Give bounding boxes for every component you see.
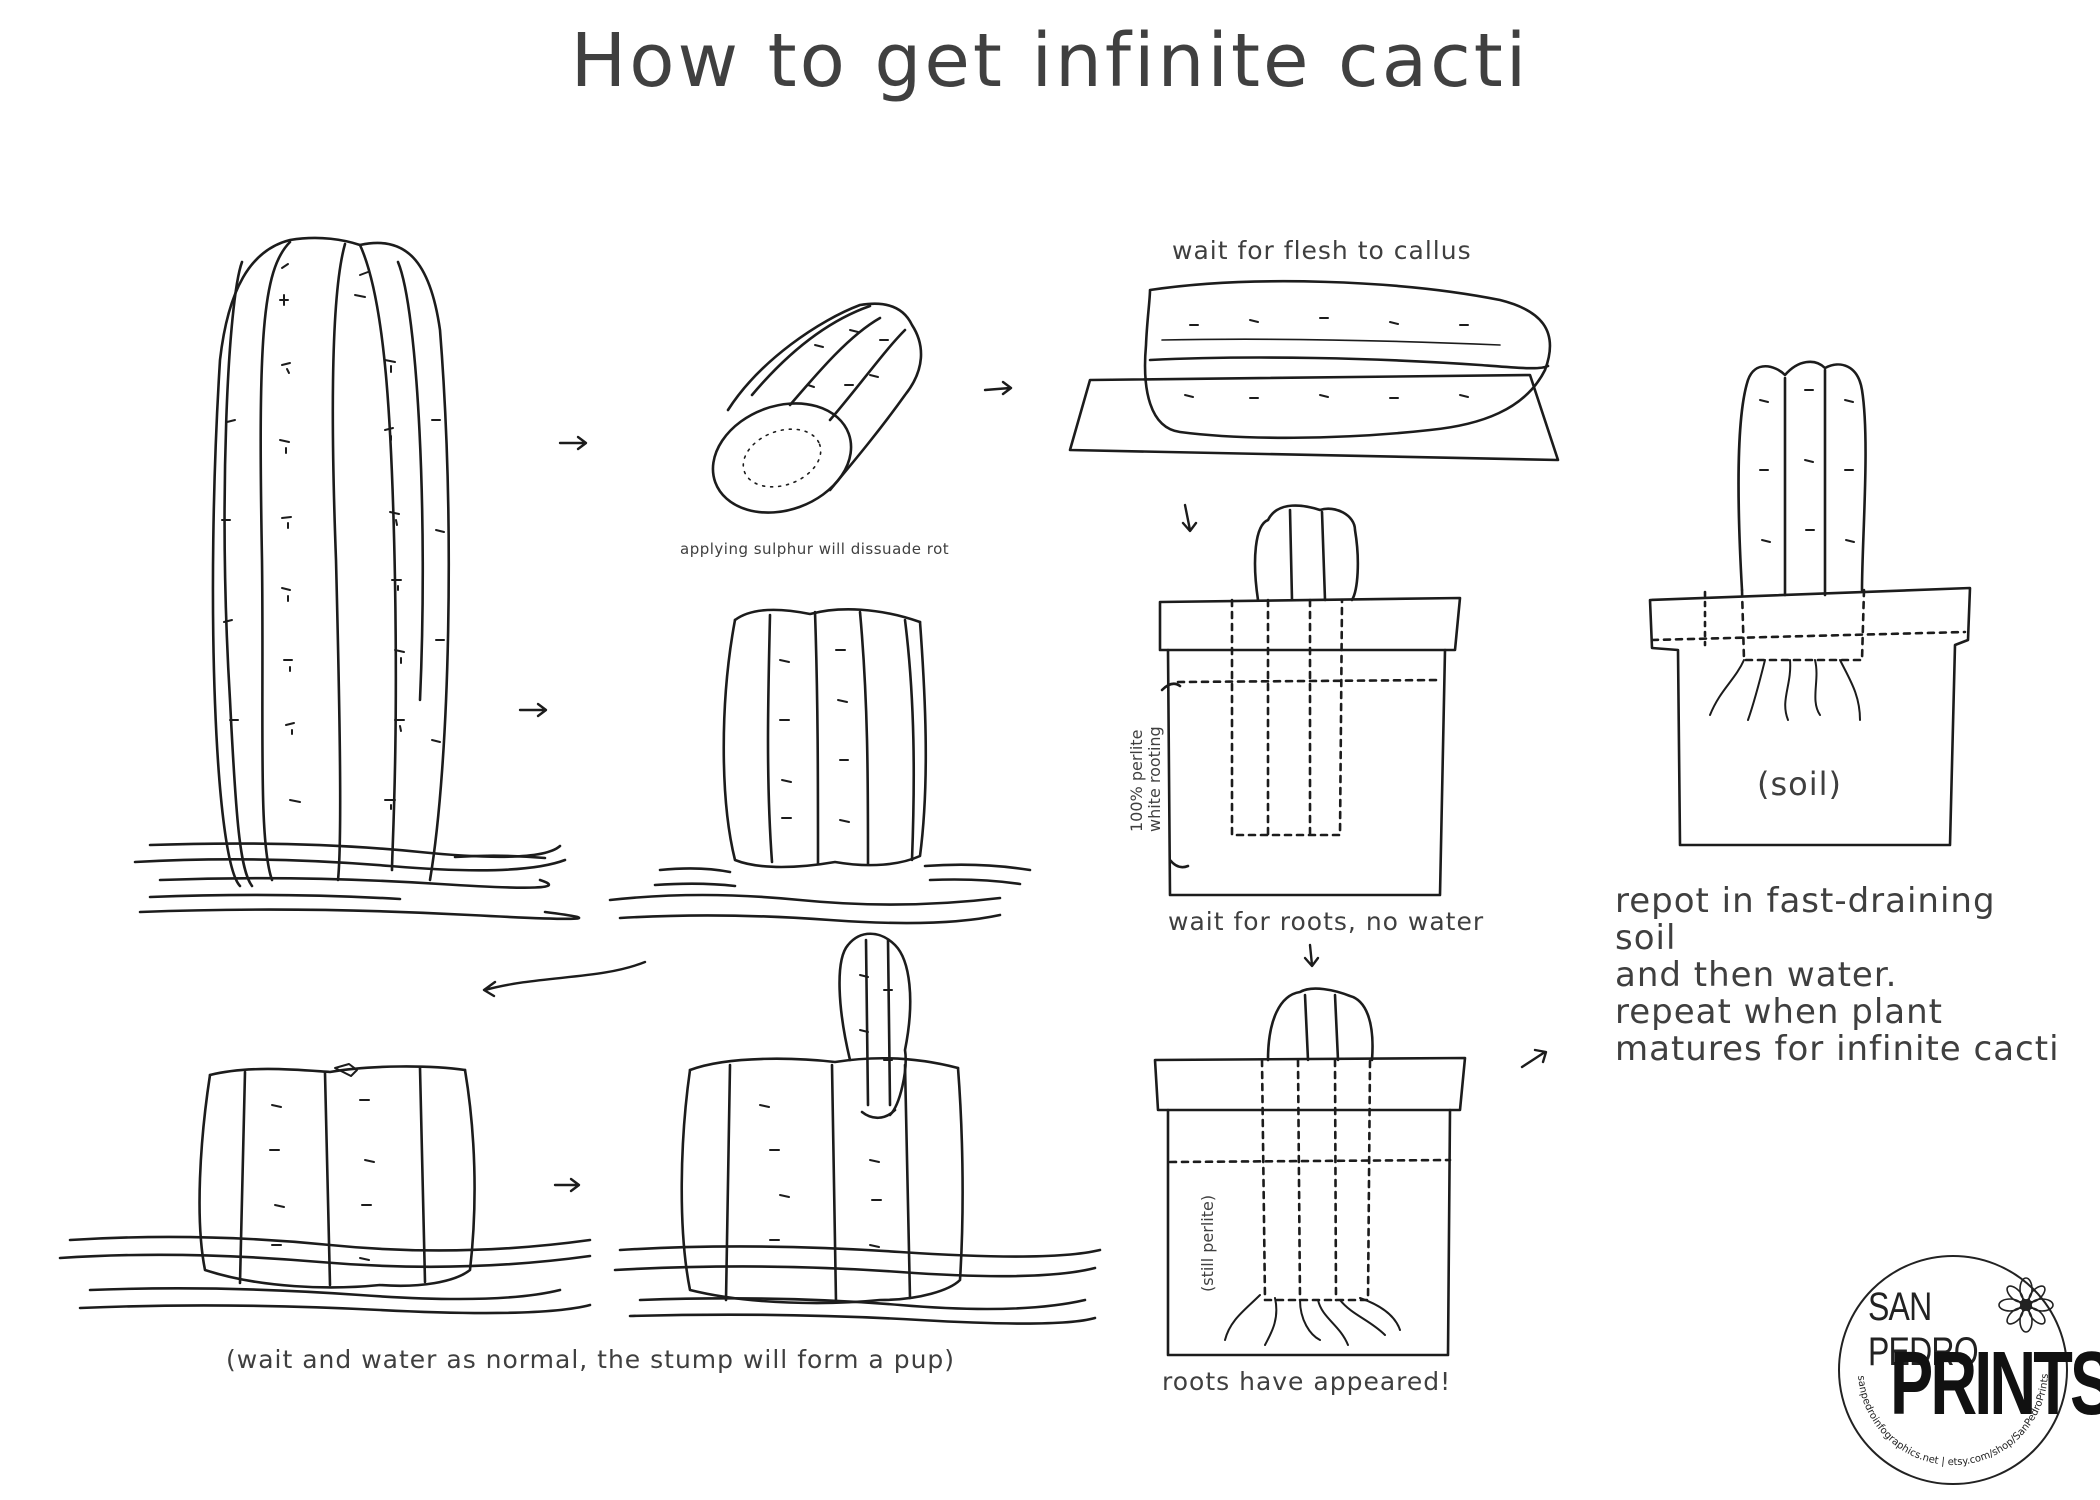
callus-caption: wait for flesh to callus xyxy=(1172,236,1472,265)
perlite-rooting-line-1: 100% perlite xyxy=(1127,729,1146,832)
repot-instructions: repot in fast-draining soil and then wat… xyxy=(1615,883,2065,1068)
repot-line: repeat when plant xyxy=(1615,992,1943,1032)
wait-roots-caption: wait for roots, no water xyxy=(1168,907,1485,936)
svg-text:sanpedroinfographics.net | ets: sanpedroinfographics.net | etsy.com/shop… xyxy=(1855,1373,2051,1468)
logo-bottom-text: PRINTS xyxy=(1890,1334,2100,1434)
repot-line: matures for infinite cacti xyxy=(1615,1029,2060,1069)
page-title: How to get infinite cacti xyxy=(570,18,1530,104)
perlite-rooting-caption: 100% perlite white rooting xyxy=(1127,726,1164,832)
arrow-icon xyxy=(482,380,1548,1193)
cut-segment-drawing xyxy=(711,302,923,514)
stump-bottom-left-drawing xyxy=(58,1063,592,1315)
wait-water-caption: (wait and water as normal, the stump wil… xyxy=(226,1345,956,1374)
callus-board-drawing xyxy=(1068,280,1560,462)
roots-appeared-caption: roots have appeared! xyxy=(1162,1367,1452,1396)
rooted-pot-drawing xyxy=(1153,987,1467,1357)
tall-cactus-drawing xyxy=(133,236,581,921)
logo-ring xyxy=(1838,1255,2068,1485)
logo-top-text: SAN PEDRO xyxy=(1868,1285,1979,1374)
perlite-pot-drawing xyxy=(1158,504,1462,897)
repot-line: repot in fast-draining soil xyxy=(1615,881,1996,958)
repot-line: and then water. xyxy=(1615,955,1898,995)
stump-with-pup-drawing xyxy=(613,932,1102,1325)
flower-icon xyxy=(1998,1277,2054,1333)
still-perlite-caption: (still perlite) xyxy=(1198,1194,1217,1292)
final-pot-drawing xyxy=(1648,360,1972,847)
logo-url-text: sanpedroinfographics.net | etsy.com/shop… xyxy=(1855,1373,2051,1468)
perlite-rooting-line-2: white rooting xyxy=(1145,726,1164,832)
logo-url-ring: sanpedroinfographics.net | etsy.com/shop… xyxy=(1855,1373,2051,1468)
san-pedro-prints-logo: SAN PEDRO PRINTS sanpedroinfographics.ne… xyxy=(1838,1255,2100,1485)
sulphur-caption: applying sulphur will dissuade rot xyxy=(680,540,950,558)
soil-caption: (soil) xyxy=(1757,765,1842,803)
stump-drawing xyxy=(608,608,1032,925)
